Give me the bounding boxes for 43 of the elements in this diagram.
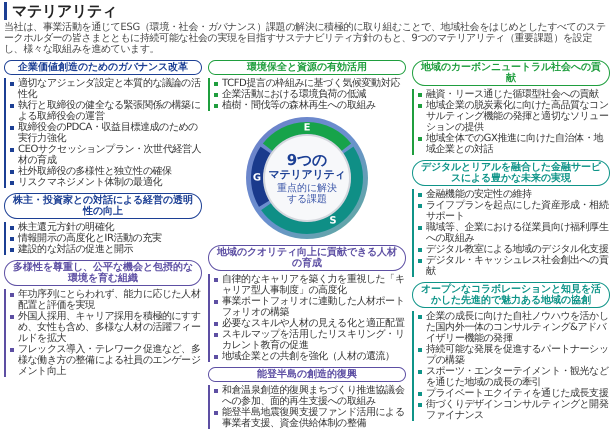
list-item: TCFD提言の枠組みに基づく気候変動対応 bbox=[214, 78, 406, 89]
list-item: 地域企業の脱炭素化に向けた高品質なコンサルティング機能の発揮と適切なソリューションの提供 bbox=[418, 100, 610, 133]
list-item: 金融機能の安定性の維持 bbox=[418, 189, 610, 200]
list-item: 地域全体でのGX推進に向けた自治体・地域企業との対話 bbox=[418, 133, 610, 155]
list-item: ライフプランを起点にした資産形成・相続サポート bbox=[418, 200, 610, 222]
list-item: 職域等、企業における従業員向け福利厚生への取組み bbox=[418, 222, 610, 244]
list-item: 事業ポートフォリオに連動した人材ポートフォリオの構築 bbox=[214, 296, 406, 318]
list-item: 取締役会のPDCA・収益目標達成のための実行力強化 bbox=[10, 122, 202, 144]
list-item: 情報開示の高度化とIR活動の充実 bbox=[10, 233, 202, 244]
list-item: デジタル教室による地域のデジタル化支援 bbox=[418, 244, 610, 255]
list-item: 植樹・間伐等の森林再生への取組み bbox=[214, 100, 406, 111]
list-item: 執行と取締役の健全なる緊張関係の構築による取締役会の運営 bbox=[10, 100, 202, 122]
list-item: 融資・リース通じた循環型社会への貢献 bbox=[418, 89, 610, 100]
ring-segment-label: S bbox=[329, 216, 337, 226]
ring-subtitle: 重点的に解決する課題 bbox=[276, 182, 338, 204]
list-item: 社外取締役の多様性と独立性の確保 bbox=[10, 166, 202, 177]
ring-segment-label: E bbox=[304, 122, 310, 134]
list-item: 街づくりデザインコンサルティングと開発ファイナンス bbox=[418, 399, 610, 421]
list-item: スキルマップを活用したリスキリング・リカレント教育の促進 bbox=[214, 329, 406, 351]
list-item: 必要なスキルや人材の見える化と適正配置 bbox=[214, 318, 406, 329]
list-item: プライベートエクイティを通じた成長支援 bbox=[418, 388, 610, 399]
intro-paragraph: 当社は、事業活動を通じてESG（環境・社会・ガバナンス）課題の解決に積極的に取り組むことで、地域社会をはじめとしたすべてのステークホルダーの皆さまとともに持続可能な社会の実現を目指すサステナビリティ方針のもと、9つのマテリアリティ（重要課題）を設定し、様々な取組みを進めています。 bbox=[4, 22, 607, 55]
list-item: 企業活動における環境負荷の低減 bbox=[214, 89, 406, 100]
list-item: 外国人採用、キャリア採用を積極的にすすめ、女性も含め、多様な人材の活躍フィールドを拡大 bbox=[10, 311, 202, 344]
list-item: 持続可能な発展を促進するパートナーシップの構築 bbox=[418, 344, 610, 366]
list-item: 建設的な対話の促進と開示 bbox=[10, 244, 202, 255]
list-item: 自律的なキャリアを築く力を重視した「キャリア型人事制度」の高度化 bbox=[214, 274, 406, 296]
list-item: 企業の成長に向けた自社ノウハウを活かした国内外一体のコンサルティング&アドバイザリー機能の発揮 bbox=[418, 311, 610, 344]
list-item: デジタル・キャッシュレス社会創出への貢献 bbox=[418, 255, 610, 277]
list-item: 年功序列にとらわれず、能力に応じた人材配置と評価を実現 bbox=[10, 289, 202, 311]
list-item: 地域企業との共創を強化（人材の還流） bbox=[214, 351, 406, 362]
list-item: 株主還元方針の明確化 bbox=[10, 222, 202, 233]
list-item: 和倉温泉創造的復興まちづくり推進協議会への参加、面的再生支援への取組み bbox=[214, 385, 406, 407]
list-item: スポーツ・エンターテイメント・観光などを通じた地域の成長の牽引 bbox=[418, 366, 610, 388]
list-item: フレックス導入・テレワーク促進など、多様な働き方の整備による社員のエンゲージメント向上 bbox=[10, 344, 202, 377]
list-item: 能登半島地震復興支援ファンド活用による事業者支援、資金供給体制の整備 bbox=[214, 407, 406, 429]
ring-heading: マテリアリティ bbox=[268, 168, 346, 180]
list-item: 適切なアジェンダ設定と本質的な議論の活性化 bbox=[10, 78, 202, 100]
list-item: リスクマネジメント体制の最適化 bbox=[10, 177, 202, 188]
list-item: CEOサクセッションプラン・次世代経営人材の育成 bbox=[10, 144, 202, 166]
ring-heading: 9つの bbox=[286, 152, 328, 168]
ring-segment-label: G bbox=[252, 172, 262, 184]
section-title: マテリアリティ bbox=[4, 2, 610, 20]
